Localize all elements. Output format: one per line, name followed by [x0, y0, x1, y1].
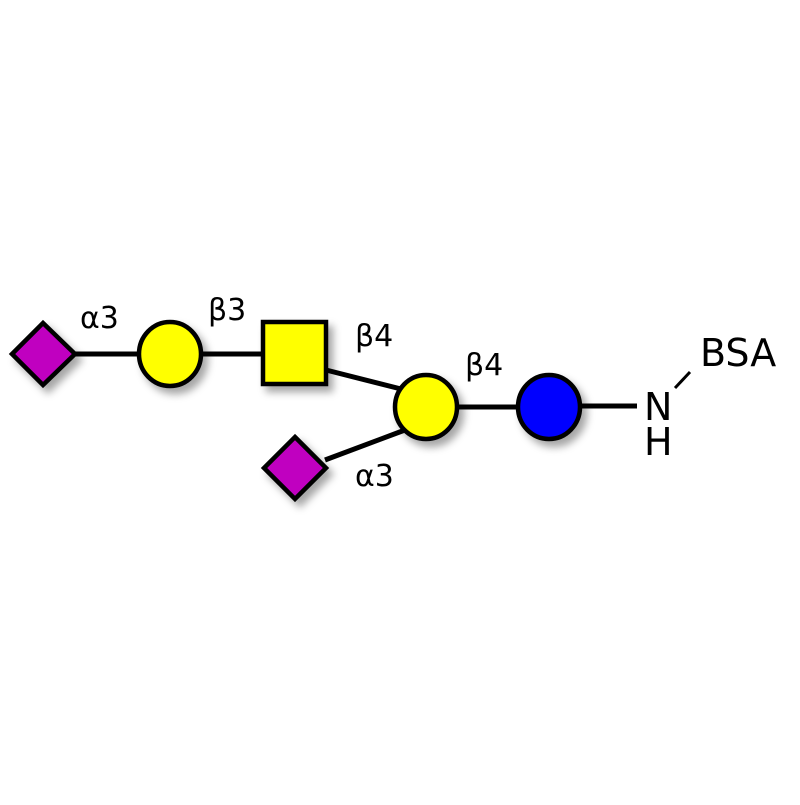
neu5ac-diamond-icon	[8, 319, 79, 389]
linkage-label: β3	[208, 293, 246, 328]
bond-galnac-gal	[325, 367, 406, 393]
galnac-square-icon	[260, 319, 329, 387]
linkage-label: β4	[355, 319, 393, 354]
bond-n-bsa	[673, 370, 692, 390]
galactose-circle-icon	[392, 372, 460, 442]
hydrogen-label: H	[644, 420, 673, 464]
linkage-label: α3	[80, 301, 119, 336]
nitrogen-label: N	[644, 385, 672, 429]
linkage-label: β4	[465, 348, 503, 383]
linkage-label: α3	[355, 459, 394, 494]
glucose-circle-icon	[515, 372, 583, 442]
galactose-circle-icon	[136, 319, 204, 389]
carrier-label: BSA	[700, 331, 776, 375]
neu5ac-diamond-icon	[260, 433, 330, 503]
bond-neu5ac-gal-branch	[324, 427, 406, 463]
bonds	[75, 351, 692, 463]
